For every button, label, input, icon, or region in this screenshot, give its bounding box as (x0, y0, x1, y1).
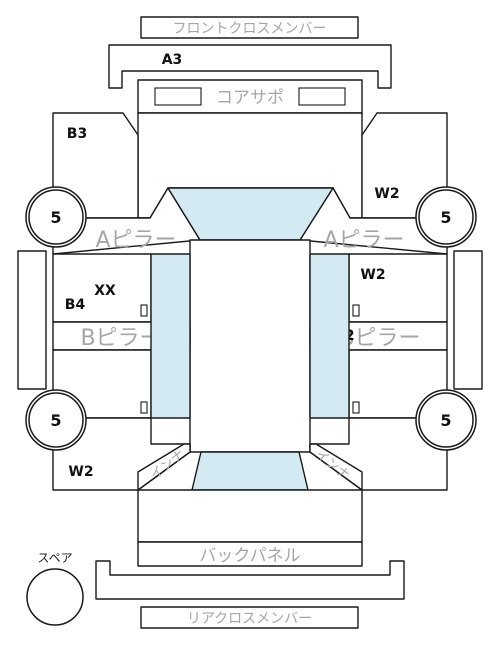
tire-inner-ring (418, 392, 474, 448)
front-bumper-bracket[interactable] (108, 44, 392, 89)
tire-front-right[interactable]: 5 (415, 186, 477, 248)
spare-tire[interactable] (26, 568, 84, 626)
front-crossmember-box[interactable] (140, 16, 359, 39)
rear-window[interactable] (191, 451, 309, 491)
tire-rear-left[interactable]: 5 (25, 389, 87, 451)
left-front-door[interactable] (52, 253, 152, 323)
right-front-door[interactable] (348, 253, 448, 323)
a-pillar-right-label: Aピラー (323, 228, 404, 253)
tire-inner-ring (28, 392, 84, 448)
b-pillar-right-label: Bピラー (339, 326, 420, 351)
left-front-door-code: XX (94, 283, 116, 299)
b-pillar-left-label: Bピラー (80, 326, 161, 351)
roof-panel[interactable] (189, 239, 311, 453)
front-bumper-code: A3 (162, 52, 183, 68)
headlight-left[interactable] (154, 87, 202, 106)
trunk-lid[interactable] (137, 489, 363, 543)
tire-front-left-value: 5 (50, 208, 61, 227)
spare-tire-label: スペア (37, 551, 72, 565)
right-side-windows[interactable] (309, 253, 350, 419)
headlight-right[interactable] (298, 87, 346, 106)
left-front-door-handle[interactable] (140, 304, 148, 317)
left-rocker-panel[interactable] (17, 250, 47, 390)
a-pillar-left-label: Aピラー (95, 228, 176, 253)
tire-rear-right[interactable]: 5 (415, 389, 477, 451)
right-front-door-handle[interactable] (352, 304, 360, 317)
tire-rear-left-value: 5 (50, 411, 61, 430)
front-left-fender-code: B3 (67, 126, 87, 142)
rear-bumper-bracket[interactable] (95, 560, 405, 600)
front-right-fender-code: W2 (374, 186, 399, 202)
tire-front-left[interactable]: 5 (25, 186, 87, 248)
tire-inner-ring (418, 189, 474, 245)
back-panel[interactable] (137, 541, 363, 567)
left-rear-door-handle[interactable] (140, 401, 148, 414)
right-rocker-panel[interactable] (453, 250, 483, 390)
left-side-windows[interactable] (150, 253, 191, 419)
tire-front-right-value: 5 (440, 208, 451, 227)
tire-inner-ring (28, 189, 84, 245)
right-rear-door-handle[interactable] (352, 401, 360, 414)
left-rear-fender-code: W2 (68, 464, 93, 480)
right-front-door-code: W2 (360, 267, 385, 283)
left-door-lower-code: B4 (65, 297, 86, 313)
rear-crossmember-box[interactable] (140, 606, 359, 629)
tire-rear-right-value: 5 (440, 411, 451, 430)
rear-inner-left[interactable] (137, 443, 191, 491)
back-panel-label: バックパネル (199, 546, 300, 566)
core-support-label: コアサポ (216, 88, 284, 108)
rear-crossmember-label: リアクロスメンバー (187, 611, 312, 627)
rear-inner-right[interactable] (309, 443, 363, 491)
front-crossmember-label: フロントクロスメンバー (173, 21, 327, 37)
